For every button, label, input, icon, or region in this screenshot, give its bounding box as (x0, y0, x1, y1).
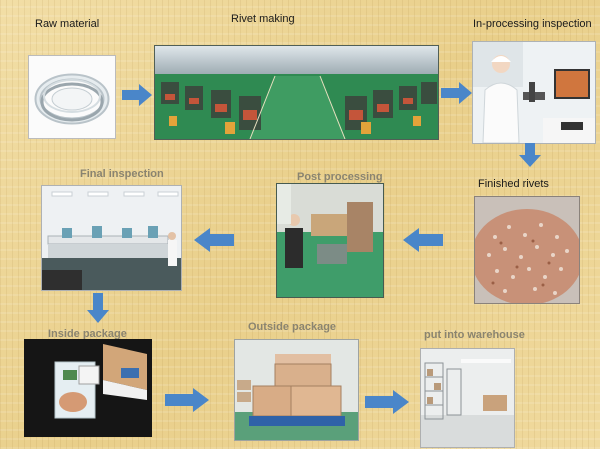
warehouse-shelves-image (421, 349, 514, 447)
arrow-inspection-to-finished (519, 143, 541, 167)
arrow-rivet-making-to-inspection (441, 82, 472, 104)
arrow-inside-to-outside-package (165, 388, 209, 412)
photo-final-inspection (41, 185, 182, 291)
label-rivet-making: Rivet making (231, 13, 295, 25)
arrow-finished-to-post-processing (403, 228, 443, 252)
arrow-post-processing-to-final (194, 228, 234, 252)
inspection-room-image (42, 186, 181, 290)
rivet-pile-image (475, 197, 579, 303)
label-post-processing: Post processing (297, 171, 383, 183)
photo-inprocess-inspection (472, 41, 596, 144)
photo-outside-package (234, 339, 359, 441)
label-inside-package: Inside package (48, 328, 127, 340)
cartons-on-pallet-image (235, 340, 358, 440)
post-processing-workshop-image (277, 184, 383, 297)
arrow-outside-package-to-warehouse (365, 390, 409, 414)
photo-inside-package (24, 339, 152, 437)
inside-package-image (25, 340, 151, 436)
photo-finished-rivets (474, 196, 580, 304)
photo-post-processing (276, 183, 384, 298)
label-outside-package: Outside package (248, 321, 337, 333)
inspector-microscope-image (473, 42, 595, 143)
label-inprocess-inspection: In-processing inspection (473, 18, 592, 30)
label-finished-rivets: Finished rivets (478, 178, 549, 190)
label-put-into-warehouse: put into warehouse (424, 329, 525, 341)
arrow-raw-to-rivet-making (122, 84, 152, 106)
photo-put-into-warehouse (420, 348, 515, 448)
photo-rivet-making (154, 45, 439, 140)
label-raw-material: Raw material (35, 18, 100, 30)
arrow-final-to-inside-package (87, 293, 109, 323)
photo-raw-material (28, 55, 116, 139)
wire-coil-image (29, 56, 115, 138)
factory-floor-image (155, 46, 438, 139)
label-final-inspection: Final inspection (80, 168, 164, 180)
